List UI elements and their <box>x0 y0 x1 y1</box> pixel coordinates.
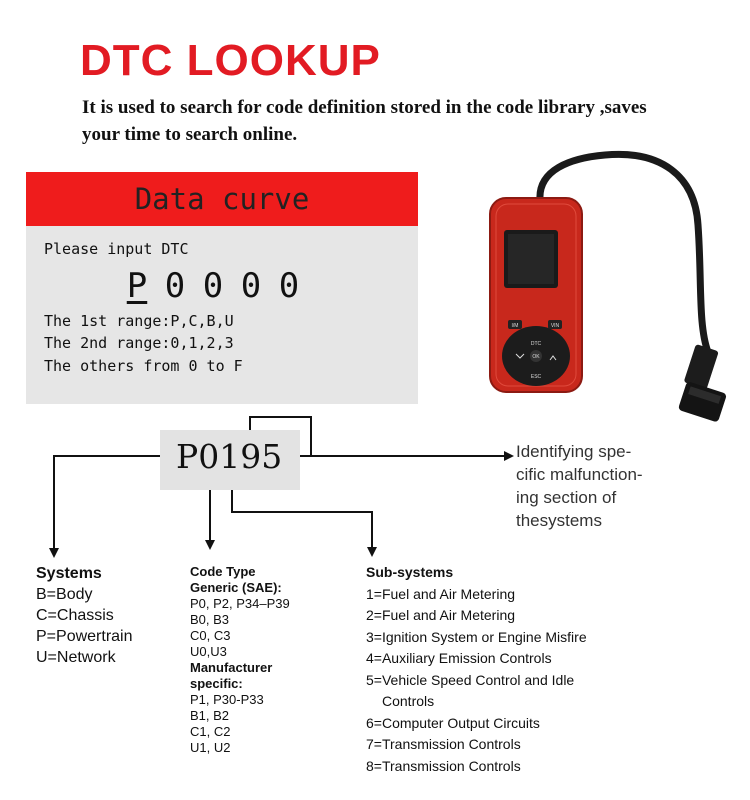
list-item: P0, P2, P34–P39 <box>190 596 290 611</box>
list-item: U=Network <box>36 649 116 666</box>
code-char: P <box>126 266 148 306</box>
device-button-dtc: DTC <box>531 341 542 347</box>
identify-note: Identifying spe- cific malfunction- ing … <box>516 442 643 530</box>
list-item: 3=Ignition System or Engine Misfire <box>366 628 587 645</box>
list-item: B0, B3 <box>190 612 230 627</box>
range-line-3: The others from 0 to F <box>44 357 243 375</box>
list-item: U0,U3 <box>190 644 227 659</box>
list-item: P=Powertrain <box>36 628 133 645</box>
page-subtitle: It is used to search for code definition… <box>82 97 647 145</box>
code-char: 0 <box>240 266 262 306</box>
code-type-list: Code Type Generic (SAE): P0, P2, P34–P39… <box>190 564 290 756</box>
list-item: C0, C3 <box>190 628 231 643</box>
subsystems-heading: Sub-systems <box>366 564 454 580</box>
list-item: C=Chassis <box>36 607 114 624</box>
device-button-esc: ESC <box>531 374 542 380</box>
list-item: 2=Fuel and Air Metering <box>366 607 516 623</box>
example-code: P0195 <box>176 437 283 476</box>
device-button-vin: VIN <box>551 323 560 329</box>
list-item: B1, B2 <box>190 708 230 723</box>
list-item: B=Body <box>36 586 93 603</box>
code-type-heading: Code Type <box>190 564 256 579</box>
code-char: 0 <box>164 266 186 306</box>
range-line-2: The 2nd range:0,1,2,3 <box>44 334 234 352</box>
list-item: 4=Auxiliary Emission Controls <box>366 650 552 666</box>
subsystems-list: Sub-systems 1=Fuel and Air Metering 2=Fu… <box>366 562 587 777</box>
systems-list: Systems B=Body C=Chassis P=Powertrain U=… <box>36 563 133 668</box>
page-title: DTC LOOKUP <box>80 36 381 85</box>
list-item: 8=Transmission Controls <box>366 757 521 774</box>
obd-cable-icon <box>536 150 727 422</box>
manufacturer-heading: Manufacturer <box>190 660 273 675</box>
list-item: 5=Vehicle Speed Control and Idle <box>366 671 575 688</box>
list-item: 1=Fuel and Air Metering <box>366 585 516 602</box>
screen-header: Data curve <box>26 172 418 226</box>
specific-heading: specific: <box>190 676 243 691</box>
list-item: P1, P30-P33 <box>190 692 264 707</box>
code-box <box>160 430 300 490</box>
generic-heading: Generic (SAE): <box>190 580 282 595</box>
systems-heading: Systems <box>36 565 102 582</box>
list-item: Controls <box>382 693 435 709</box>
device-button-im: I/M <box>512 323 519 329</box>
list-item: U1, U2 <box>190 740 231 755</box>
device-button-ok: OK <box>532 354 540 360</box>
code-char: 0 <box>202 266 224 306</box>
scanner-device: I/M VIN DTC OK ESC <box>489 197 583 393</box>
code-char: 0 <box>278 266 300 306</box>
range-line-1: The 1st range:P,C,B,U <box>44 312 234 330</box>
list-item: 7=Transmission Controls <box>366 736 521 752</box>
screen-prompt: Please input DTC <box>44 240 189 258</box>
list-item: 6=Computer Output Circuits <box>366 714 540 731</box>
list-item: C1, C2 <box>190 724 231 739</box>
